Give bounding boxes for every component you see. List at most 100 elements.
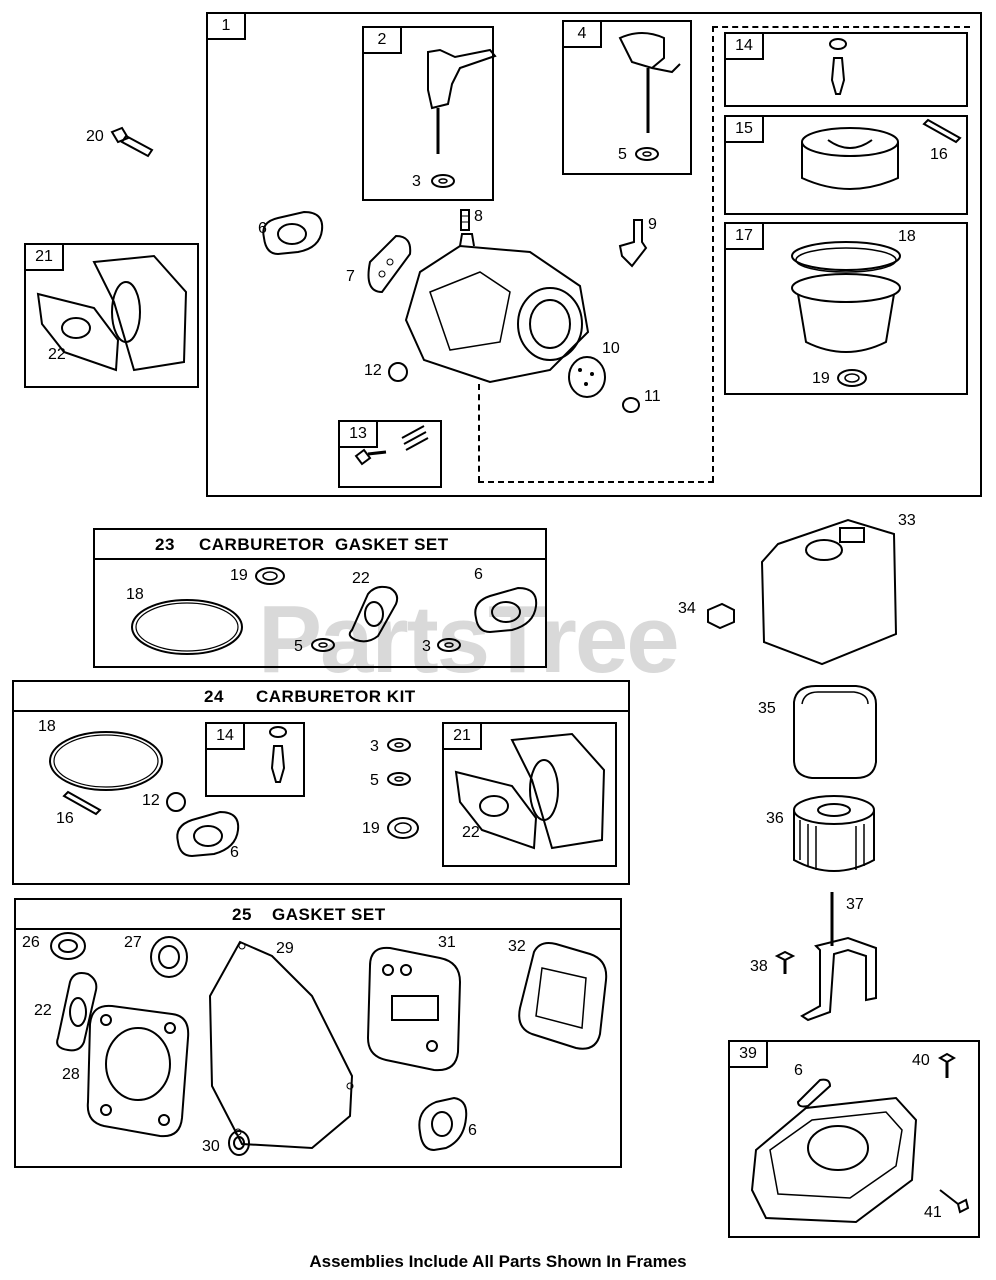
seal-26-part (48, 930, 88, 964)
crankcase-gasket-29-part (202, 936, 362, 1154)
frame-21-number: 21 (26, 245, 64, 271)
label-22-kit24: 22 (462, 824, 480, 841)
gasket-6-kit24 (172, 808, 244, 860)
frame-14-kit24: 14 (205, 722, 305, 797)
kit-25-gasket-set: 25 GASKET SET (14, 898, 622, 1168)
gasket-22-kit23 (342, 584, 402, 642)
label-33-cover: 33 (898, 512, 916, 529)
label-22-kit23: 22 (352, 570, 370, 587)
frame-21-intake-elbow: 21 (24, 243, 199, 388)
label-31-gasket: 31 (438, 934, 456, 951)
frame-1-carburetor-assembly: 1 (206, 12, 982, 497)
frame-17-number: 17 (726, 224, 764, 250)
kit-24-titlebar: 24 CARBURETOR KIT (14, 682, 628, 712)
gasket-32-part (512, 938, 612, 1056)
float-part (798, 122, 908, 198)
label-10-diaphragm-plate: 10 (602, 340, 620, 357)
kit-23-titlebar: 23 CARBURETOR GASKET SET (95, 530, 545, 560)
gasket-6-kit25 (414, 1092, 470, 1156)
label-3-kit23: 3 (422, 638, 431, 655)
label-40-screw: 40 (912, 1052, 930, 1069)
gasket-6-frame39 (794, 1076, 834, 1108)
screw-11-part (620, 394, 642, 416)
label-5-kit24: 5 (370, 772, 379, 789)
throttle-shaft-part (410, 42, 500, 162)
kit-25-number: 25 (232, 905, 252, 924)
nut-34-part (704, 600, 738, 630)
frame-4-number: 4 (564, 22, 602, 48)
washer-5-kit24 (386, 771, 412, 787)
float-pin-16-kit24 (60, 790, 104, 820)
choke-shaft-part (612, 28, 692, 138)
jet-8-part (458, 208, 472, 232)
seal-30-part (226, 1128, 252, 1158)
washer-19-kit23 (254, 566, 286, 586)
kit-24-carburetor-kit: 24 CARBURETOR KIT (12, 680, 630, 885)
bracket-37-part (796, 888, 882, 1028)
air-cleaner-cover-33-part (758, 514, 904, 670)
label-6-frame39: 6 (794, 1062, 803, 1079)
kit-23-title: CARBURETOR GASKET SET (199, 535, 449, 554)
label-3-kit24: 3 (370, 738, 379, 755)
label-6-flange-gasket: 6 (258, 220, 267, 237)
frame-21-kit24-number: 21 (444, 724, 482, 750)
label-34-nut: 34 (678, 600, 696, 617)
kit-23-number: 23 (155, 535, 175, 554)
gasket-31-part (362, 942, 466, 1076)
washer-3-kit24 (386, 737, 412, 753)
label-9-fitting: 9 (648, 216, 657, 233)
label-18-kit24: 18 (38, 718, 56, 735)
label-6-kit25: 6 (468, 1122, 477, 1139)
kit-24-number: 24 (204, 687, 224, 706)
label-8-jet: 8 (474, 208, 483, 225)
label-28-head-gasket: 28 (62, 1066, 80, 1083)
washer-19-kit24 (386, 816, 420, 840)
frame-15-number: 15 (726, 117, 764, 143)
diaphragm-7-part (360, 232, 414, 298)
label-18-kit23: 18 (126, 586, 144, 603)
dashed-frame-left-side (478, 384, 480, 482)
label-32-gasket: 32 (508, 938, 526, 955)
bowl-gasket-18-kit23 (128, 596, 246, 658)
label-19-kit23: 19 (230, 567, 248, 584)
label-5-washer: 5 (618, 146, 627, 163)
kit-25-titlebar: 25 GASKET SET (16, 900, 620, 930)
label-6-kit24: 6 (230, 844, 239, 861)
seal-27-part (146, 934, 192, 980)
label-29-crankcase-gasket: 29 (276, 940, 294, 957)
screw-20-part (108, 124, 156, 160)
washer-5-kit23 (310, 637, 336, 653)
frame-14-number: 14 (726, 34, 764, 60)
gasket-22-kit25 (50, 968, 100, 1054)
dashed-frame-right-side (712, 26, 714, 482)
head-gasket-28-part (84, 998, 194, 1142)
air-cleaner-base-part (746, 1090, 922, 1230)
plate-10-part (564, 354, 610, 400)
frame-13-idle-screw: 13 (338, 420, 442, 488)
screw-40-part (938, 1052, 956, 1080)
frame-13-number: 13 (340, 422, 378, 448)
label-20-screw: 20 (86, 128, 104, 145)
label-3-washer: 3 (412, 173, 421, 190)
plug-12-part (386, 360, 410, 384)
frame-39-air-cleaner-base: 39 (728, 1040, 980, 1238)
label-27-seal: 27 (124, 934, 142, 951)
washer-19-part (836, 368, 868, 388)
footer-note: Assemblies Include All Parts Shown In Fr… (309, 1252, 687, 1271)
label-16-float-pin: 16 (930, 146, 948, 163)
label-5-kit23: 5 (294, 638, 303, 655)
label-19-kit24: 19 (362, 820, 380, 837)
label-22-kit25: 22 (34, 1002, 52, 1019)
screw-41-part (936, 1186, 970, 1214)
label-7-diaphragm: 7 (346, 268, 355, 285)
label-22-gasket: 22 (48, 346, 66, 363)
frame-2-number: 2 (364, 28, 402, 54)
kit-24-title: CARBURETOR KIT (256, 687, 416, 706)
label-19-bowl-washer: 19 (812, 370, 830, 387)
label-12-kit24: 12 (142, 792, 160, 809)
screw-38-part (774, 950, 796, 976)
frame-2-throttle-shaft: 2 (362, 26, 494, 201)
dashed-frame-top (712, 26, 970, 28)
filter-cartridge-36-part (786, 790, 882, 886)
fitting-9-part (612, 216, 652, 272)
